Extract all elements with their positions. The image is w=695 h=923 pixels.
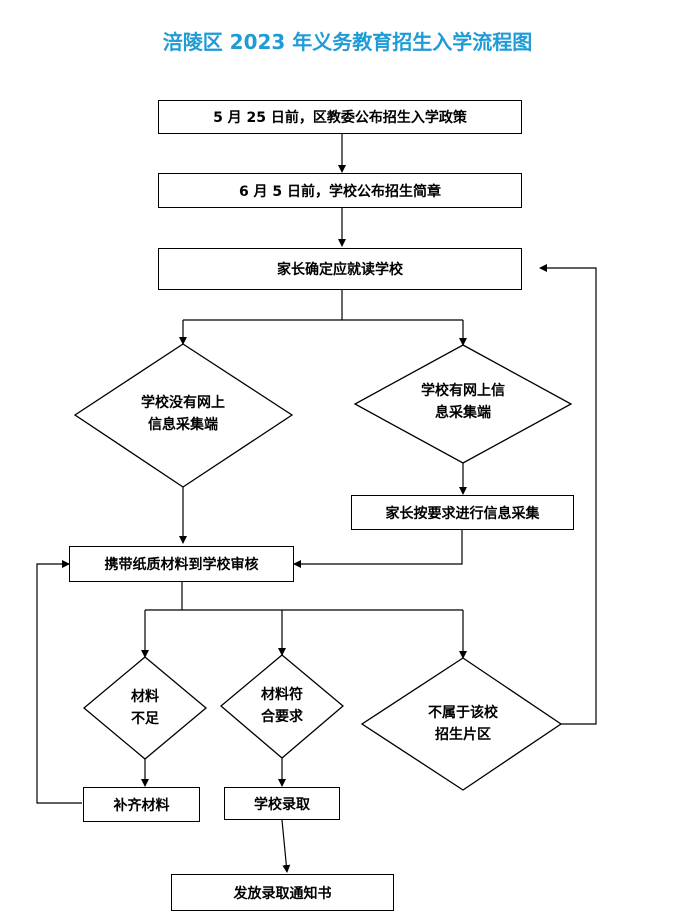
step-admission-notice: 发放录取通知书 (171, 874, 394, 911)
arrow-admit-to-notice (281, 819, 291, 873)
step-info-collection: 家长按要求进行信息采集 (351, 495, 574, 530)
decision-out-of-zone-line1: 不属于该校 (428, 705, 498, 721)
step-school-admission: 学校录取 (224, 787, 340, 820)
arrow-collect-to-review (293, 530, 463, 568)
arrow-supplement-back-to-review (36, 560, 82, 804)
page-title: 涪陵区 2023 年义务教育招生入学流程图 (162, 30, 533, 54)
decision-insufficient-line2: 不足 (131, 711, 159, 727)
arrow-out-of-zone-back-to-choose (539, 264, 597, 725)
step-material-review: 携带纸质材料到学校审核 (69, 546, 294, 582)
step-supplement-materials: 补齐材料 (83, 787, 200, 822)
decision-no-online-shape (73, 343, 294, 488)
decision-insufficient-shape (82, 656, 208, 760)
decision-qualified-shape (219, 654, 345, 759)
decision-qualified-line2: 合要求 (261, 709, 303, 725)
decision-online: 学校有网上信 息采集端 (393, 380, 533, 424)
decision-no-online: 学校没有网上 信息采集端 (113, 392, 253, 436)
step-policy: 5 月 25 日前，区教委公布招生入学政策 (158, 100, 522, 134)
decision-out-of-zone: 不属于该校 招生片区 (398, 702, 528, 746)
decision-no-online-line2: 信息采集端 (148, 417, 218, 433)
decision-qualified-line1: 材料符 (261, 687, 303, 703)
decision-no-online-line1: 学校没有网上 (141, 395, 225, 411)
step-brochure: 6 月 5 日前，学校公布招生简章 (158, 173, 522, 208)
decision-insufficient: 材料 不足 (105, 686, 185, 730)
decision-insufficient-line1: 材料 (131, 689, 159, 705)
decision-out-of-zone-shape (360, 657, 563, 791)
decision-out-of-zone-line2: 招生片区 (435, 727, 491, 743)
decision-online-line2: 息采集端 (435, 405, 491, 421)
decision-online-shape (353, 344, 573, 464)
decision-online-line1: 学校有网上信 (421, 383, 505, 399)
step-choose-school: 家长确定应就读学校 (158, 248, 522, 290)
decision-qualified: 材料符 合要求 (242, 684, 322, 728)
